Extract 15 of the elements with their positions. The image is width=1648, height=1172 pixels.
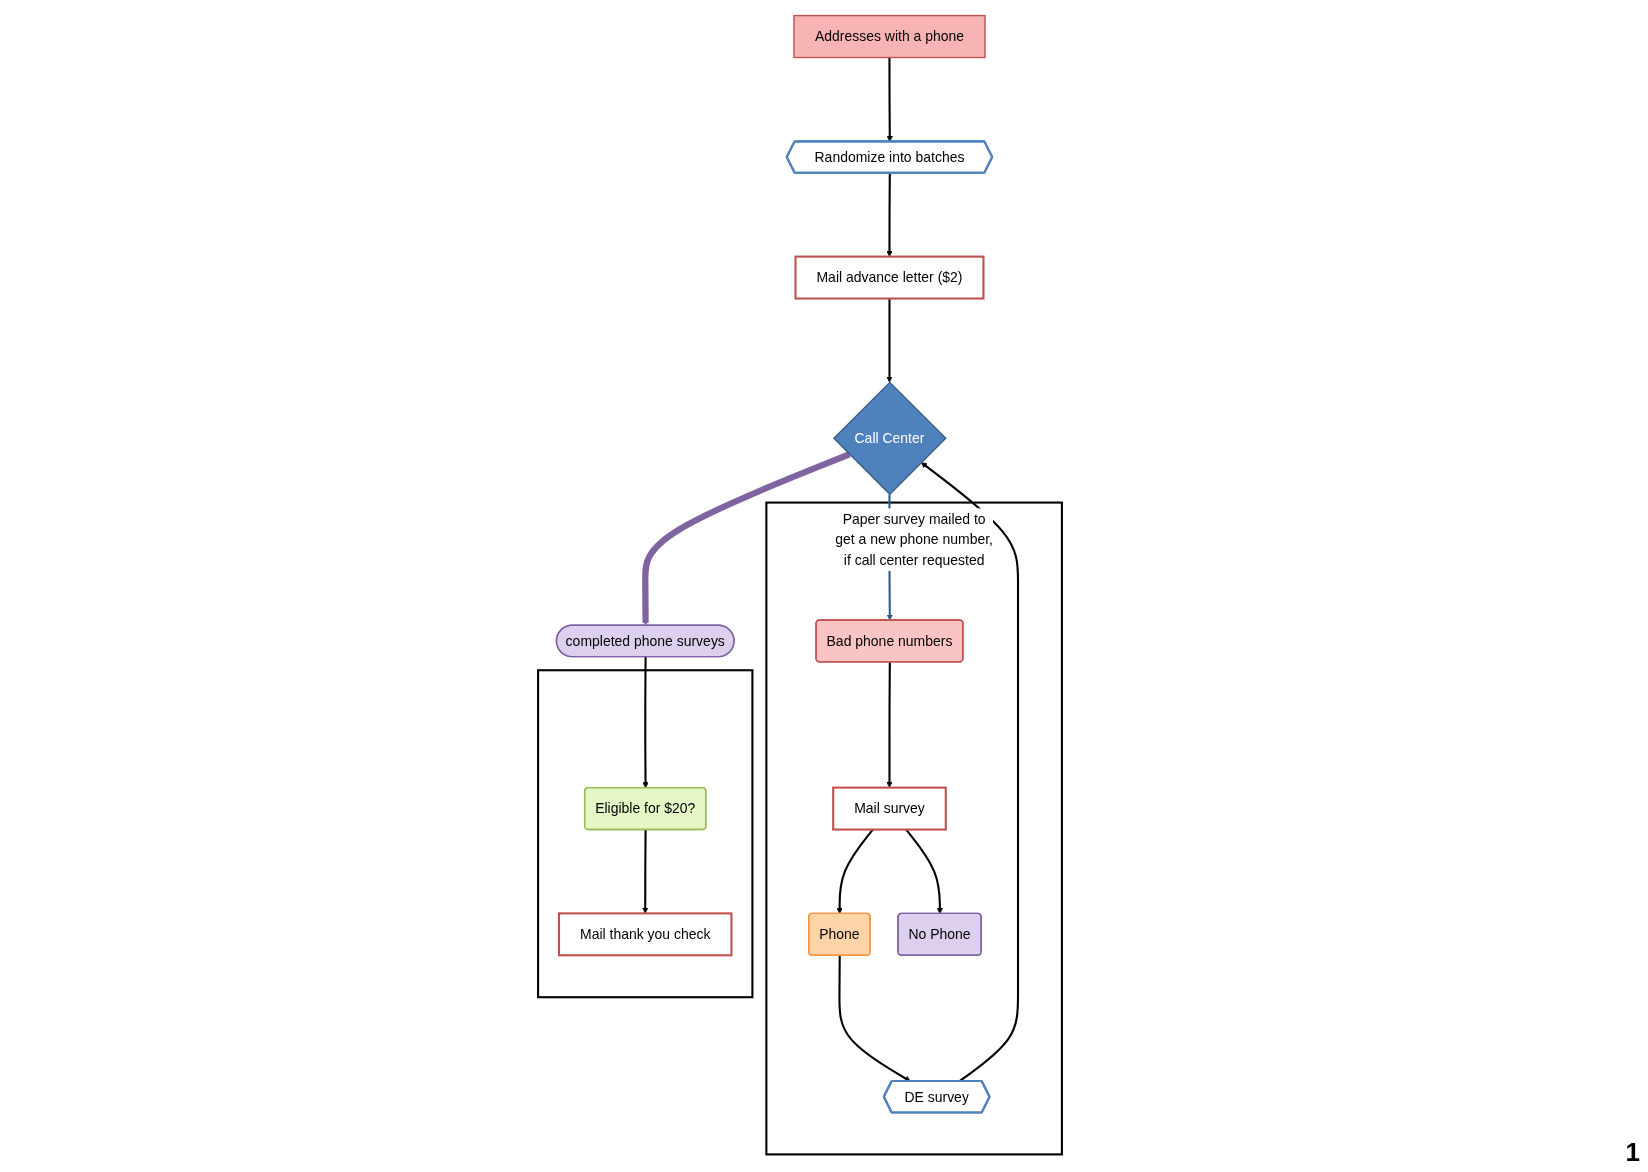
node-diamond: Call Center bbox=[832, 381, 947, 496]
arrow bbox=[838, 955, 911, 1082]
node-box: Mail thank you check bbox=[558, 912, 733, 957]
arrow bbox=[886, 298, 893, 383]
arrow bbox=[642, 656, 649, 789]
cluster bbox=[537, 669, 754, 999]
node-box: Addresses with a phone bbox=[793, 14, 986, 59]
arrow bbox=[642, 451, 851, 626]
arrow bbox=[642, 829, 649, 914]
node-box: Mail advance letter ($2) bbox=[794, 255, 985, 300]
node-box: Mail survey bbox=[832, 786, 947, 831]
arrow bbox=[886, 662, 893, 788]
page-number: 1 bbox=[1625, 1137, 1640, 1167]
arrow bbox=[886, 173, 893, 257]
arrow bbox=[886, 57, 893, 142]
